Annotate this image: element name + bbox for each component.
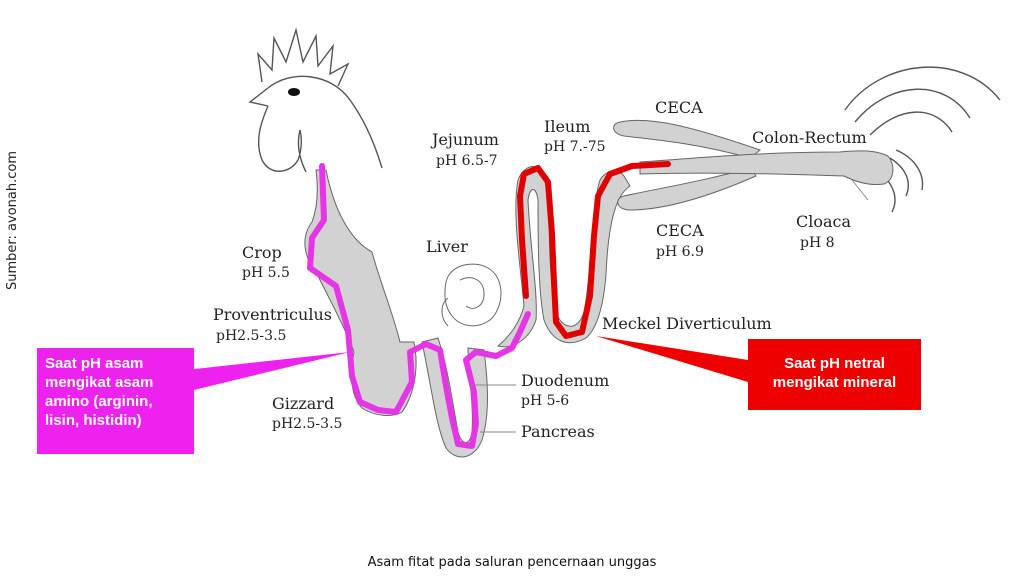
label-cloaca: Cloaca — [796, 212, 851, 231]
ph-duodenum: pH 5-6 — [521, 393, 569, 409]
label-liver: Liver — [426, 237, 468, 256]
rooster-eye — [288, 88, 300, 96]
acid-region-trace — [307, 163, 531, 449]
ceca-lower — [617, 167, 757, 211]
ph-jejunum: pH 6.5-7 — [436, 153, 498, 169]
label-ceca-bottom: CECA — [656, 221, 704, 240]
label-meckel-diverticulum: Meckel Diverticulum — [602, 314, 772, 333]
label-colon-rectum: Colon-Rectum — [752, 128, 867, 147]
colon-rectum — [639, 150, 894, 185]
source-credit: Sumber: avonah.com — [5, 151, 20, 290]
label-ceca-top: CECA — [655, 98, 703, 117]
label-pancreas: Pancreas — [521, 422, 595, 441]
liver-drawing — [441, 263, 502, 327]
label-leader-lines — [472, 179, 869, 433]
label-duodenum: Duodenum — [521, 371, 609, 390]
label-gizzard: Gizzard — [272, 394, 334, 413]
ph-proventriculus: pH2.5-3.5 — [216, 328, 286, 344]
ph-gizzard: pH2.5-3.5 — [272, 416, 342, 432]
neutral-ph-callout-text: Saat pH netral mengikat mineral — [772, 355, 897, 391]
neutral-ph-callout: Saat pH netral mengikat mineral — [748, 339, 921, 410]
label-ileum: Ileum — [544, 117, 590, 136]
acid-ph-callout-text: Saat pH asam mengikat asam amino (argini… — [45, 355, 154, 429]
esophagus-crop — [304, 169, 417, 416]
label-crop: Crop — [242, 243, 282, 262]
ph-cloaca: pH 8 — [800, 235, 835, 251]
ph-ceca-bottom: pH 6.9 — [656, 244, 704, 260]
ceca-upper — [613, 119, 762, 159]
acid-callout-pointer — [186, 352, 350, 390]
label-proventriculus: Proventriculus — [213, 305, 332, 324]
ph-crop: pH 5.5 — [242, 265, 290, 281]
acid-ph-callout: Saat pH asam mengikat asam amino (argini… — [37, 348, 194, 454]
label-jejunum: Jejunum — [430, 130, 499, 149]
neutral-region-trace — [517, 161, 671, 339]
rooster-head-drawing — [248, 27, 383, 173]
ph-ileum: pH 7.-75 — [544, 139, 606, 155]
rooster-tail-drawing — [844, 66, 1001, 213]
neutral-callout-pointer — [596, 336, 748, 382]
figure-caption: Asam fitat pada saluran pencernaan ungga… — [367, 555, 657, 570]
